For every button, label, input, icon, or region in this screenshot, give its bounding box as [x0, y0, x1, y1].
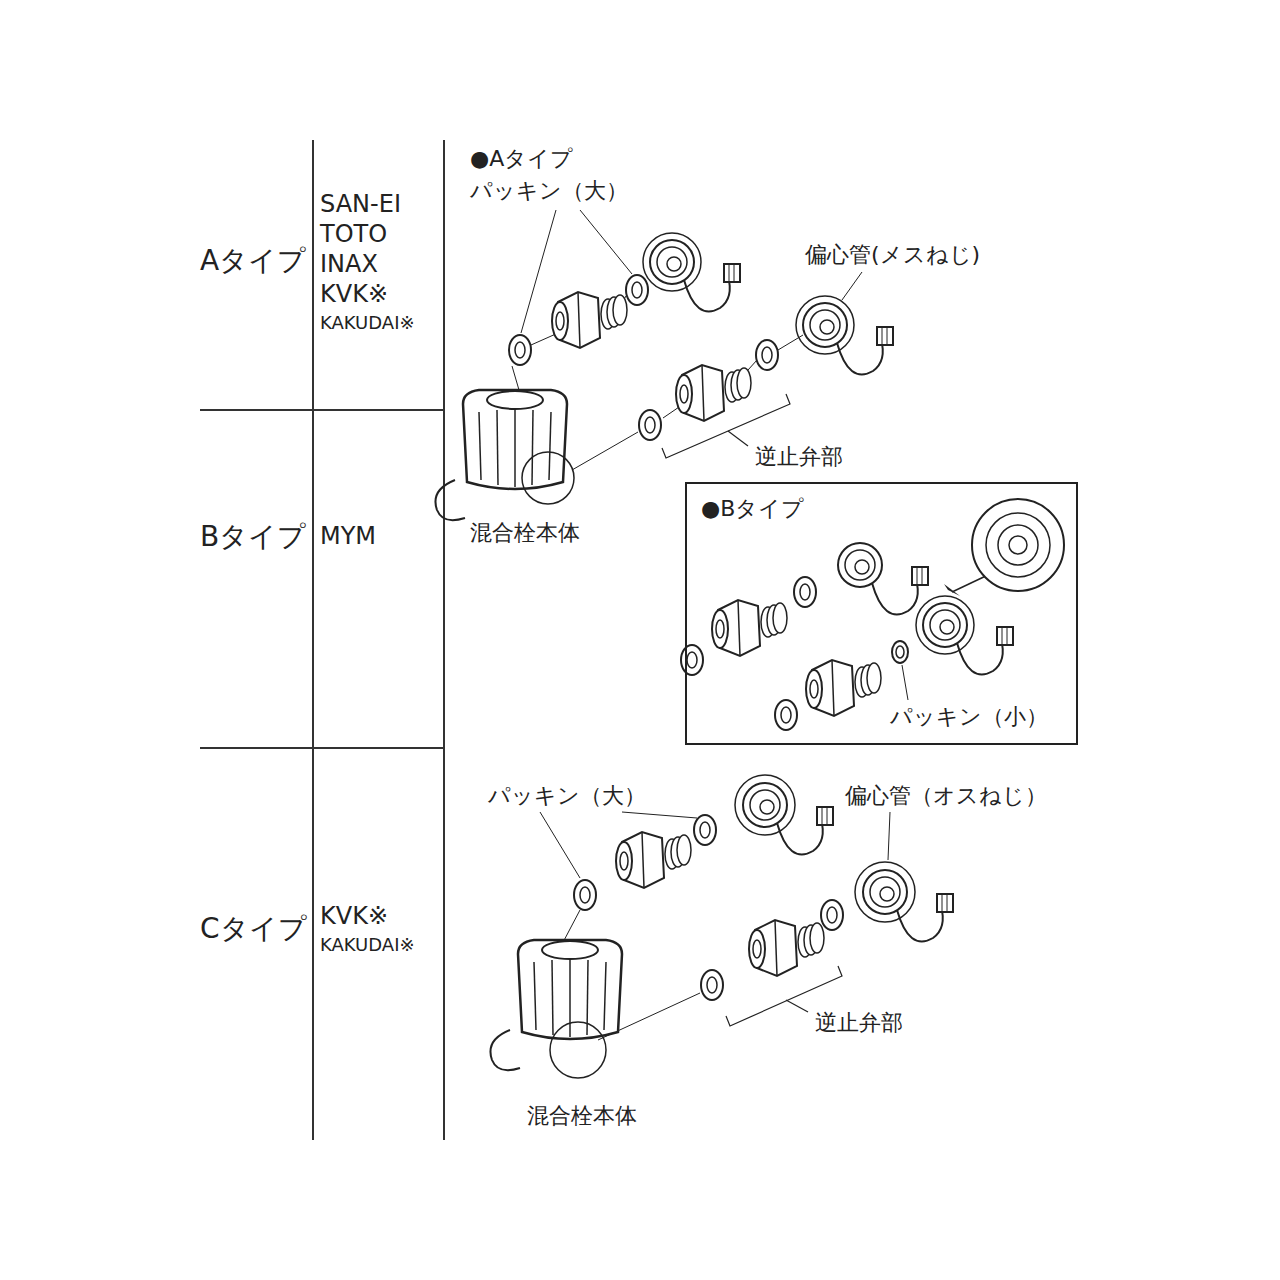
brand-cell: TOTO — [320, 220, 387, 249]
type-cell: Cタイプ — [200, 912, 307, 946]
c-type-assembly — [490, 775, 953, 1078]
inset-box: ●Bタイプパッキン（小） — [685, 482, 1078, 745]
brand-cell: INAX — [320, 250, 378, 279]
brand-cell: KVK※ — [320, 902, 388, 931]
brand-cell: KAKUDAI※ — [320, 312, 415, 334]
part-name: 逆止弁部 — [815, 1010, 903, 1036]
type-cell: Bタイプ — [200, 520, 306, 554]
type-cell: Aタイプ — [200, 244, 306, 278]
table-rules — [200, 140, 444, 1140]
part-name: パッキン（大） — [488, 783, 646, 809]
box-heading: ●Bタイプ — [699, 496, 806, 522]
brand-cell: SAN-EI — [320, 190, 401, 219]
brand-cell: MYM — [320, 522, 376, 551]
part-name: パッキン（小） — [888, 704, 1050, 730]
brand-cell: KAKUDAI※ — [320, 934, 415, 956]
part-name: 混合栓本体 — [527, 1103, 637, 1129]
part-name: 逆止弁部 — [755, 444, 843, 470]
part-name: 偏心管（オスねじ） — [845, 783, 1047, 809]
part-name: パッキン（大） — [470, 178, 628, 204]
brand-cell: KVK※ — [320, 280, 388, 309]
part-name: 混合栓本体 — [470, 520, 580, 546]
b-type-assembly — [681, 499, 1064, 730]
part-name: ●Aタイプ — [470, 146, 573, 172]
part-name: 偏心管(メスねじ) — [805, 242, 980, 268]
